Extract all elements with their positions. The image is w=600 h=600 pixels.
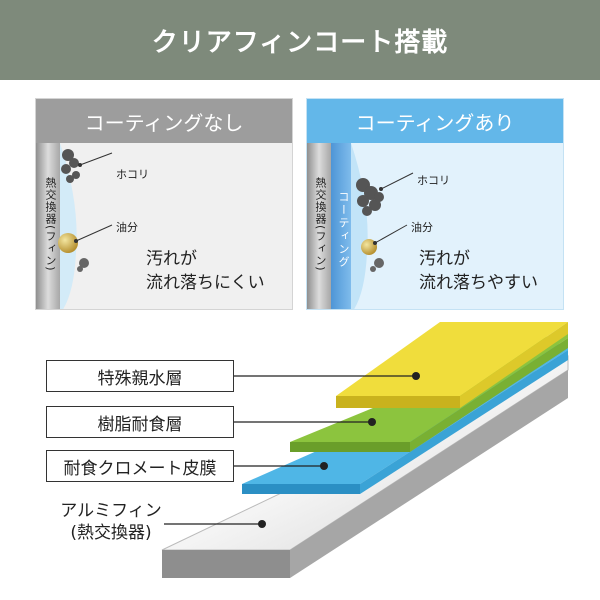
result-line1-without: 汚れが xyxy=(146,249,197,269)
fin-label-with: 熱交換器(フィン) xyxy=(314,177,327,272)
fin-label-without: 熱交換器(フィン) xyxy=(44,177,57,272)
layer-label-aluminum: アルミフィン (熱交換器) xyxy=(46,500,176,544)
layer-label-chromate: 耐食クロメート皮膜 xyxy=(46,450,234,482)
dust-leader-line xyxy=(380,172,414,190)
layer-label-aluminum-line2: (熱交換器) xyxy=(70,523,152,543)
dust-cluster xyxy=(356,178,384,216)
layer-label-aluminum-line1: アルミフィン xyxy=(60,501,162,521)
fin-strip xyxy=(36,143,60,309)
dust-leader-line xyxy=(79,152,113,166)
oil-label-with: 油分 xyxy=(411,221,433,234)
layer-aluminum-side xyxy=(162,550,290,578)
water-film xyxy=(351,143,368,309)
result-line1-with: 汚れが xyxy=(419,249,470,269)
layer-aluminum-end xyxy=(290,370,568,578)
result-text-with: 汚れが 流れ落ちやすい xyxy=(419,247,538,295)
layer-hydrophilic-side xyxy=(336,396,460,408)
result-text-without: 汚れが 流れ落ちにくい xyxy=(146,247,265,295)
illustration-without-coating xyxy=(36,143,113,309)
oil-label-without: 油分 xyxy=(116,221,138,234)
page-title: クリアフィンコート搭載 xyxy=(151,27,449,58)
dust-label-with: ホコリ xyxy=(417,174,450,187)
header-banner: クリアフィンコート搭載 xyxy=(0,0,600,80)
layer-label-resin-text: 樹脂耐食層 xyxy=(97,414,183,435)
layer-hydrophilic-end xyxy=(460,322,568,408)
layer-label-resin: 樹脂耐食層 xyxy=(46,406,234,438)
panel-heading-without-text: コーティングなし xyxy=(84,110,244,135)
layer-label-hydrophilic: 特殊親水層 xyxy=(46,360,234,392)
coating-label: コーティング xyxy=(337,191,350,269)
small-dust xyxy=(374,258,384,268)
layer-chromate-end xyxy=(360,350,568,494)
dust-cluster xyxy=(61,149,80,183)
oil-leader-line xyxy=(75,224,113,242)
layer-stack-diagram xyxy=(161,322,569,578)
coating-layer xyxy=(331,143,351,309)
oil-leader-line xyxy=(374,224,408,244)
panel-heading-with-text: コーティングあり xyxy=(355,110,515,135)
dust-label-without: ホコリ xyxy=(116,168,149,181)
small-dust xyxy=(79,258,89,268)
layer-chromate-side xyxy=(242,484,360,494)
water-film xyxy=(60,143,77,309)
panel-heading-without: コーティングなし xyxy=(36,99,292,143)
panel-with-coating: コーティングあり xyxy=(306,98,564,310)
illustration-with-coating xyxy=(307,143,414,309)
layer-label-hydrophilic-text: 特殊親水層 xyxy=(97,368,183,389)
oil-droplet xyxy=(58,233,78,253)
fin-strip xyxy=(307,143,331,309)
layer-hydrophilic-top xyxy=(336,322,568,396)
layer-resin-end xyxy=(410,338,568,452)
layer-label-chromate-text: 耐食クロメート皮膜 xyxy=(63,458,217,479)
layer-resin-side xyxy=(290,442,410,452)
panel-without-coating: コーティングなし 熱交換器(フィン) ホコリ 油分 xyxy=(35,98,293,310)
result-line2-with: 流れ落ちやすい xyxy=(419,273,538,293)
panel-heading-with: コーティングあり xyxy=(307,99,563,143)
result-line2-without: 流れ落ちにくい xyxy=(146,273,265,293)
